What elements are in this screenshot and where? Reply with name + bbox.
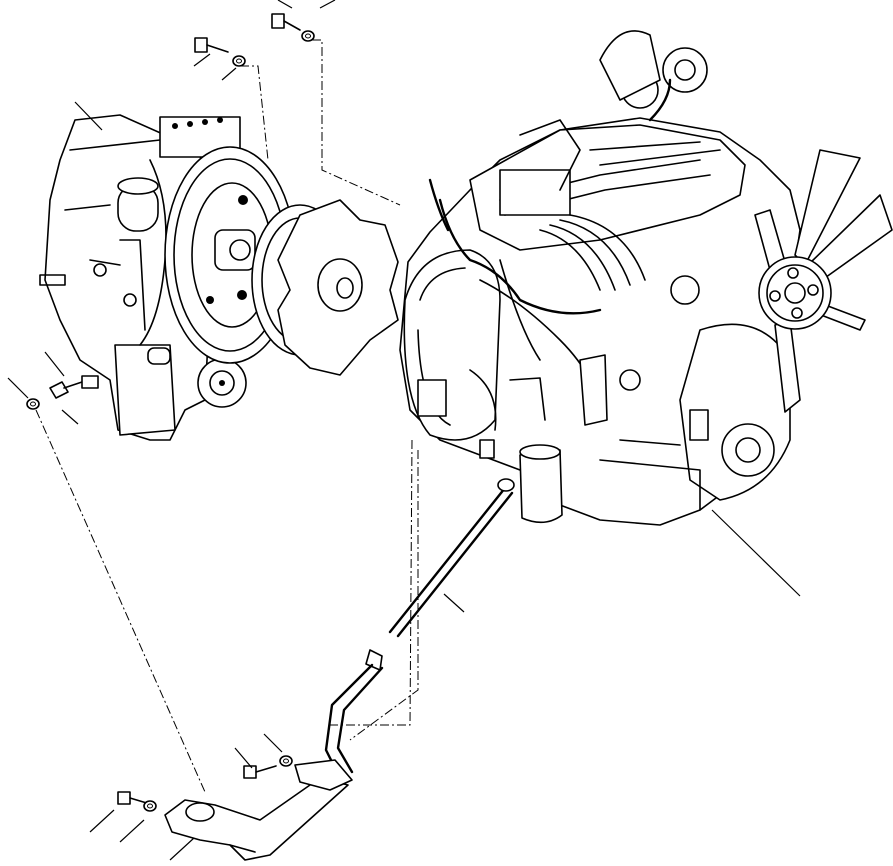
hex-bolt-icon <box>271 13 301 31</box>
washer-icon <box>279 755 293 767</box>
bolts <box>49 13 301 805</box>
callout-leaders <box>7 0 801 861</box>
hex-bolt-icon <box>194 37 229 53</box>
washer-icon <box>26 398 40 410</box>
flywheel-plate <box>164 146 399 376</box>
washer-icon <box>301 30 315 42</box>
hex-bolt-icon <box>49 375 99 399</box>
hex-bolt-icon <box>243 765 277 779</box>
assembly-lines <box>35 39 419 793</box>
washer-icon <box>232 55 246 67</box>
cooling-fan <box>754 149 893 413</box>
transmission <box>39 114 247 441</box>
dipstick <box>308 478 515 780</box>
washer-icon <box>143 800 157 812</box>
engine <box>399 30 801 526</box>
mounting-bracket <box>164 759 353 861</box>
washers <box>26 30 315 812</box>
